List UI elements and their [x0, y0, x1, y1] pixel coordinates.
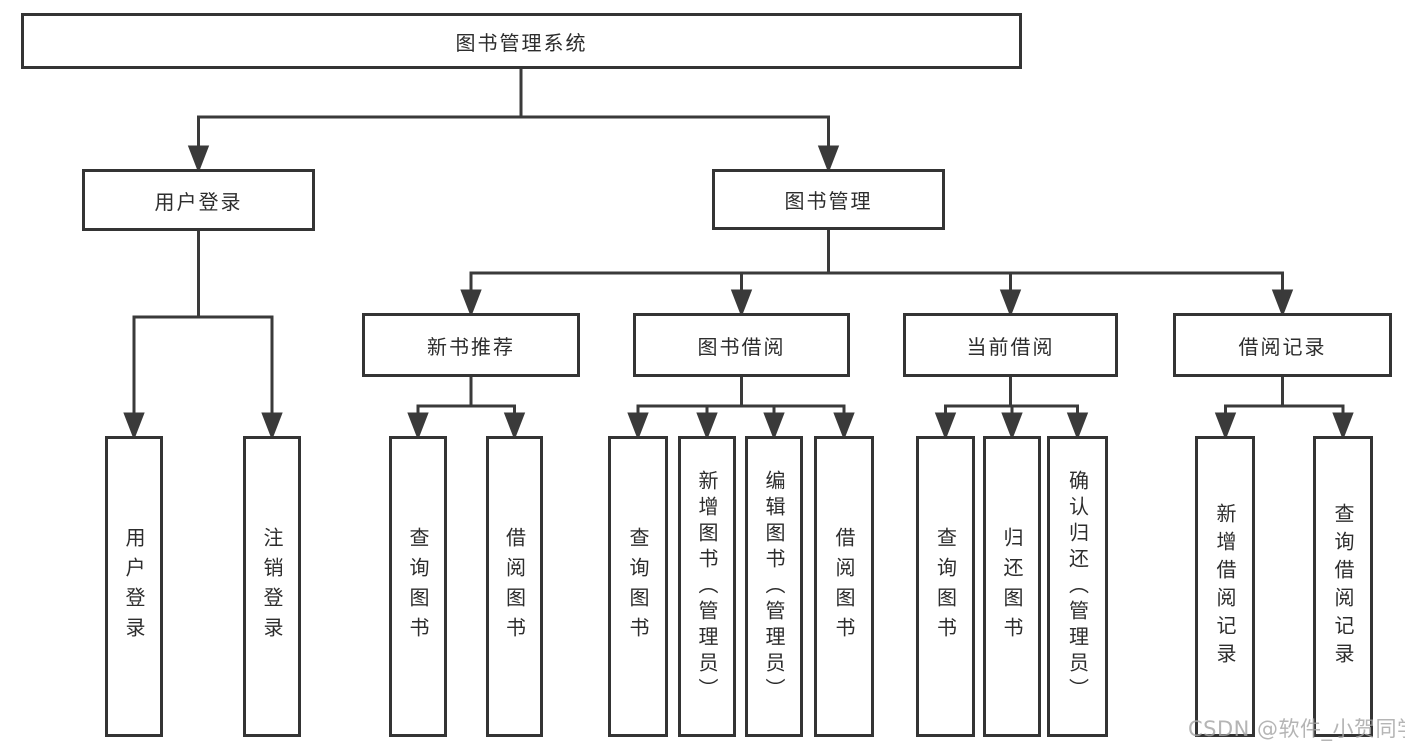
node-book-borrow: 图书借阅 [633, 313, 850, 377]
leaf-records-query-record: 查询借阅记录 [1313, 436, 1373, 737]
node-root-label: 图书管理系统 [455, 30, 588, 55]
csdn-watermark: CSDN @软件_小贺同学 [1188, 717, 1405, 741]
node-user-login-label: 用户登录 [154, 189, 243, 214]
connector-current-borrow-to-children [934, 377, 1089, 441]
connector-book-borrow-to-children [627, 377, 855, 441]
node-book-borrow-label: 图书借阅 [697, 334, 786, 359]
leaf-borrow-borrow-books: 借阅图书 [814, 436, 874, 737]
leaf-logout: 注销登录 [243, 436, 301, 737]
node-book-management-label: 图书管理 [784, 189, 873, 213]
leaf-borrow-edit-books: 编辑图书（管理员） [745, 436, 803, 737]
leaf-recommend-borrow-books: 借阅图书 [486, 436, 543, 737]
leaf-user-login: 用户登录 [105, 436, 163, 737]
connector-book-management-to-children [460, 230, 1294, 318]
leaf-borrow-add-books: 新增图书（管理员） [678, 436, 736, 737]
node-user-login: 用户登录 [82, 169, 315, 231]
connector-borrow-records-to-children [1214, 377, 1354, 441]
leaf-borrow-borrow-books-label: 借阅图书 [832, 526, 856, 647]
node-current-borrow-label: 当前借阅 [966, 334, 1055, 359]
leaf-recommend-query-books-label: 查询图书 [406, 526, 430, 647]
connector-new-book-recommend-to-children [407, 377, 526, 441]
leaf-records-query-record-label: 查询借阅记录 [1331, 502, 1355, 671]
node-root: 图书管理系统 [21, 13, 1022, 69]
leaf-borrow-edit-books-label: 编辑图书（管理员） [762, 469, 786, 704]
node-new-book-recommend-label: 新书推荐 [427, 334, 515, 359]
leaf-logout-label: 注销登录 [260, 526, 284, 647]
leaf-current-confirm-return: 确认归还（管理员） [1047, 436, 1108, 737]
leaf-recommend-query-books: 查询图书 [389, 436, 447, 737]
node-book-management: 图书管理 [712, 169, 945, 230]
leaf-current-query-books-label: 查询图书 [933, 526, 958, 647]
node-borrow-records-label: 借阅记录 [1238, 334, 1327, 359]
leaf-current-query-books: 查询图书 [916, 436, 975, 737]
node-borrow-records: 借阅记录 [1173, 313, 1392, 377]
node-current-borrow: 当前借阅 [903, 313, 1118, 377]
leaf-records-add-record-label: 新增借阅记录 [1213, 502, 1237, 671]
node-new-book-recommend: 新书推荐 [362, 313, 580, 377]
leaf-current-return-books: 归还图书 [983, 436, 1041, 737]
leaf-borrow-query-books-label: 查询图书 [626, 526, 650, 647]
leaf-user-login-label: 用户登录 [122, 526, 146, 647]
leaf-borrow-add-books-label: 新增图书（管理员） [695, 469, 719, 704]
leaf-borrow-query-books: 查询图书 [608, 436, 668, 737]
leaf-current-confirm-return-label: 确认归还（管理员） [1065, 469, 1090, 704]
leaf-current-return-books-label: 归还图书 [1000, 526, 1024, 647]
connector-root-to-children [187, 69, 840, 174]
leaf-recommend-borrow-books-label: 借阅图书 [502, 526, 527, 647]
leaf-records-add-record: 新增借阅记录 [1195, 436, 1255, 737]
connector-user-login-to-children [123, 231, 283, 441]
